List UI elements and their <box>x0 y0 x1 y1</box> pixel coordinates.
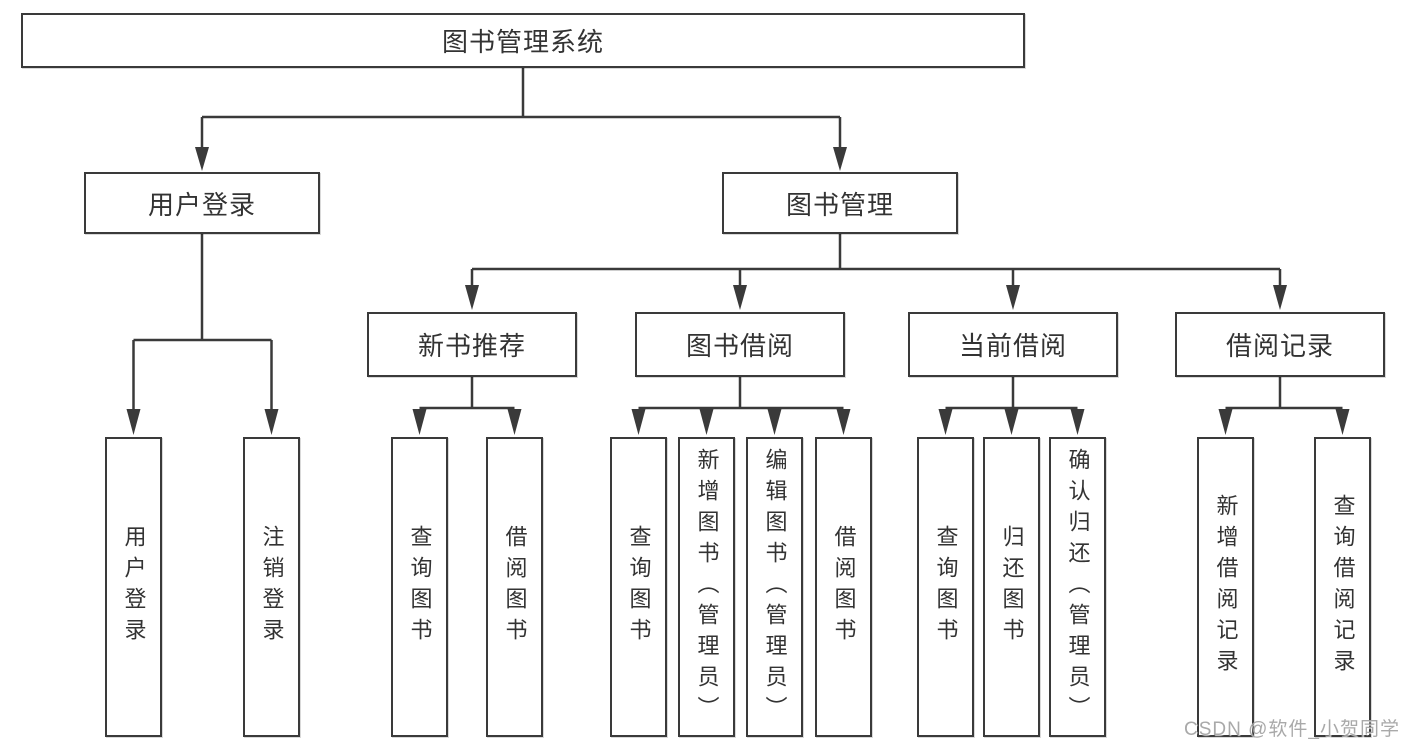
leaf-logout: 注销登录 <box>243 437 300 737</box>
node-label: 用户登录 <box>147 189 256 220</box>
leaf-label: 查询图书 <box>407 525 433 649</box>
node-borrow-records: 借阅记录 <box>1175 312 1385 377</box>
leaf-query-books-current: 查询图书 <box>917 437 974 737</box>
node-new-book-recommend: 新书推荐 <box>367 312 577 377</box>
leaf-label: 新增图书（管理员） <box>694 447 720 727</box>
leaf-confirm-return-admin: 确认归还（管理员） <box>1049 437 1106 737</box>
leaf-label: 查询图书 <box>933 525 959 649</box>
node-book-borrow: 图书借阅 <box>635 312 845 377</box>
leaf-add-book-admin: 新增图书（管理员） <box>678 437 735 737</box>
leaf-label: 借阅图书 <box>502 525 528 649</box>
leaf-label: 确认归还（管理员） <box>1065 447 1091 727</box>
leaf-label: 借阅图书 <box>831 525 857 649</box>
node-label: 图书借阅 <box>685 331 794 361</box>
leaf-borrow-books-recommend: 借阅图书 <box>486 437 543 737</box>
leaf-query-borrow-record: 查询借阅记录 <box>1314 437 1371 737</box>
leaf-label: 注销登录 <box>259 525 285 649</box>
leaf-query-books-recommend: 查询图书 <box>391 437 448 737</box>
leaf-label: 查询借阅记录 <box>1330 494 1356 680</box>
leaf-label: 用户登录 <box>121 525 147 649</box>
leaf-label: 新增借阅记录 <box>1213 494 1239 680</box>
node-book-management: 图书管理 <box>722 172 958 234</box>
leaf-label: 查询图书 <box>626 525 652 649</box>
node-label: 图书管理 <box>785 189 894 220</box>
leaf-add-borrow-record: 新增借阅记录 <box>1197 437 1254 737</box>
node-label: 当前借阅 <box>958 331 1067 361</box>
leaf-edit-book-admin: 编辑图书（管理员） <box>746 437 803 737</box>
node-label: 新书推荐 <box>417 331 526 361</box>
node-label: 图书管理系统 <box>441 27 604 57</box>
node-current-borrow: 当前借阅 <box>908 312 1118 377</box>
node-label: 借阅记录 <box>1225 331 1334 361</box>
leaf-user-login: 用户登录 <box>105 437 162 737</box>
leaf-query-books-borrow: 查询图书 <box>610 437 667 737</box>
node-user-login: 用户登录 <box>84 172 320 234</box>
node-root-library-system: 图书管理系统 <box>21 13 1025 68</box>
leaf-borrow-books: 借阅图书 <box>815 437 872 737</box>
leaf-label: 归还图书 <box>999 525 1025 649</box>
leaf-return-book: 归还图书 <box>983 437 1040 737</box>
csdn-watermark: CSDN @软件_小贺同学 <box>1184 719 1400 740</box>
leaf-label: 编辑图书（管理员） <box>762 447 788 727</box>
